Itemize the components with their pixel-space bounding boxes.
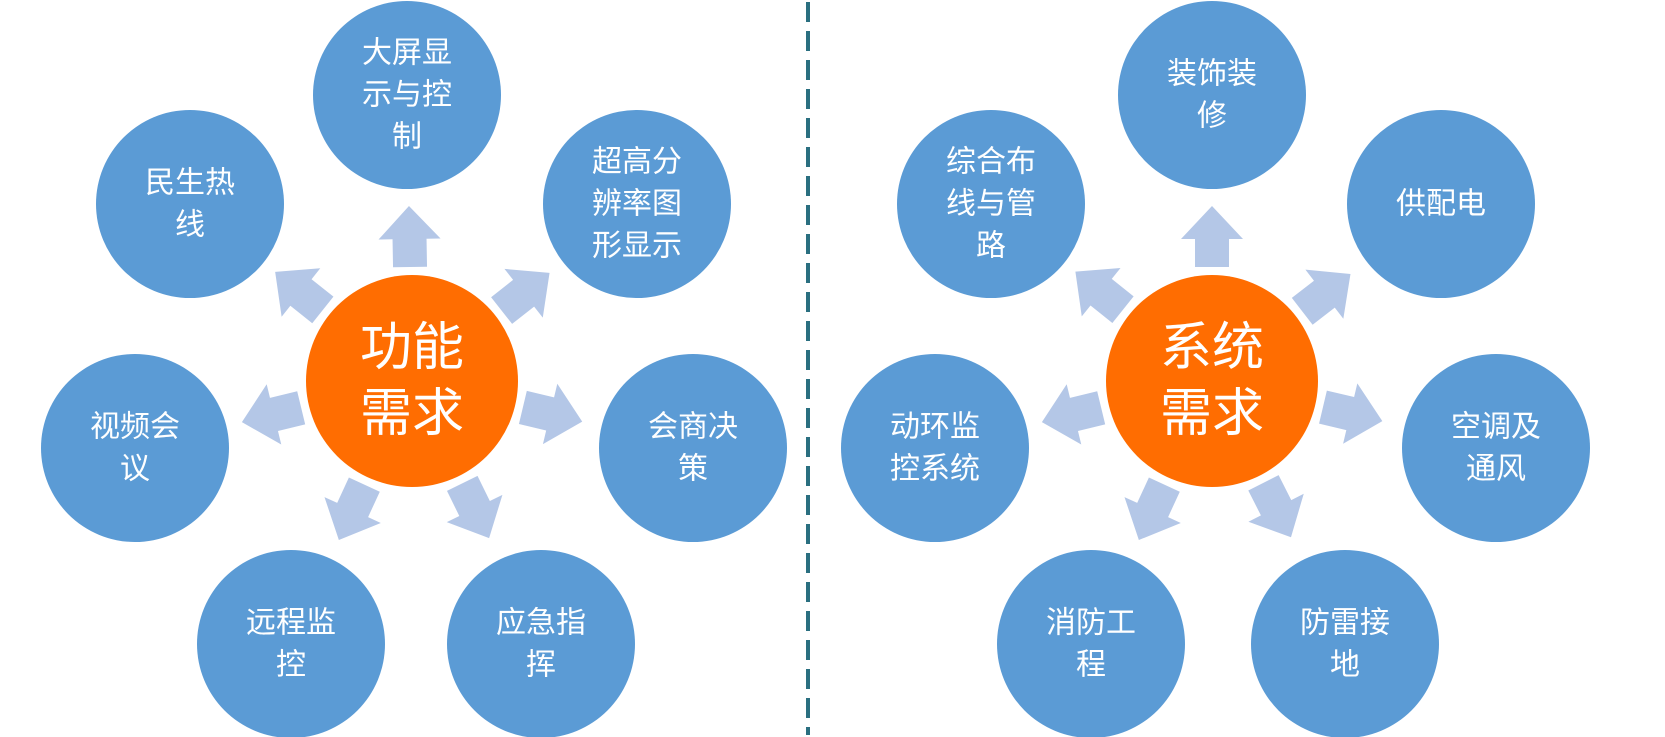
- remote-monitoring-node-line-1: 远程监: [246, 606, 336, 641]
- emergency-command-node-line-2: 挥: [526, 648, 556, 683]
- power-distribution-node-circle: [1347, 110, 1535, 298]
- lightning-grounding-node-line-1: 防雷接: [1300, 606, 1390, 641]
- left-center-circle: [306, 275, 518, 487]
- right-arrow-5: [1124, 477, 1181, 541]
- left-center-line-1: 功能: [360, 318, 464, 378]
- big-screen-display-node-line-2: 示与控: [362, 78, 452, 113]
- public-hotline-node-line-1: 民生热: [145, 166, 235, 201]
- left-arrow-7: [275, 268, 334, 324]
- ultra-hd-graphics-node-circle: [543, 110, 731, 298]
- hvac-ventilation-node-circle: [1402, 354, 1590, 542]
- left-arrow-2: [491, 268, 550, 324]
- cabling-piping-node-circle: [897, 110, 1085, 298]
- right-arrow-4: [1248, 475, 1304, 538]
- right-arrow-1: [1181, 206, 1243, 267]
- lightning-grounding-node-circle: [1251, 550, 1439, 737]
- remote-monitoring-node-circle: [197, 550, 385, 737]
- right-center-circle: [1106, 275, 1318, 487]
- consultation-decision-node-line-2: 策: [678, 452, 708, 487]
- power-distribution-node: 供配电: [1347, 110, 1535, 298]
- environment-monitoring-node-line-2: 控系统: [890, 452, 980, 487]
- fire-engineering-node-circle: [997, 550, 1185, 737]
- decoration-node-line-1: 装饰装: [1167, 57, 1257, 92]
- ultra-hd-graphics-node-line-1: 超高分: [592, 145, 682, 180]
- left-arrow-4: [446, 475, 503, 539]
- decoration-node-line-2: 修: [1197, 99, 1227, 134]
- consultation-decision-node-circle: [599, 354, 787, 542]
- emergency-command-node-line-1: 应急指: [496, 606, 586, 641]
- fire-engineering-node-line-1: 消防工: [1046, 606, 1136, 641]
- left-center-line-2: 需求: [360, 384, 464, 444]
- remote-monitoring-node-line-2: 控: [276, 648, 306, 683]
- ultra-hd-graphics-node-line-2: 辨率图: [592, 187, 682, 222]
- video-conference-node-line-2: 议: [120, 452, 150, 487]
- right-arrow-2: [1291, 269, 1351, 325]
- emergency-command-node-circle: [447, 550, 635, 737]
- power-distribution-node-line-1: 供配电: [1396, 187, 1486, 222]
- ultra-hd-graphics-node-line-3: 形显示: [592, 229, 682, 264]
- lightning-grounding-node-line-2: 地: [1330, 648, 1360, 683]
- right-arrow-6: [1041, 384, 1106, 445]
- right-center-line-2: 需求: [1160, 384, 1264, 444]
- cabling-piping-node-line-3: 路: [976, 229, 1006, 264]
- public-hotline-node-line-2: 线: [175, 208, 205, 243]
- big-screen-display-node-circle: [313, 1, 501, 189]
- hvac-ventilation-node-line-2: 通风: [1466, 452, 1526, 487]
- cabling-piping-node-line-1: 综合布: [946, 145, 1036, 180]
- big-screen-display-node-line-3: 制: [392, 120, 422, 155]
- decoration-node-circle: [1118, 1, 1306, 189]
- public-hotline-node-circle: [96, 110, 284, 298]
- fire-engineering-node-line-2: 程: [1076, 648, 1106, 683]
- left-arrow-3: [518, 383, 583, 445]
- consultation-decision-node-line-1: 会商决: [648, 410, 738, 445]
- hvac-ventilation-node-line-1: 空调及: [1451, 410, 1541, 445]
- right-arrow-3: [1319, 383, 1383, 444]
- video-conference-node-line-1: 视频会: [90, 410, 180, 445]
- big-screen-display-node-line-1: 大屏显: [362, 36, 452, 71]
- left-arrow-6: [241, 384, 306, 445]
- video-conference-node-circle: [41, 354, 229, 542]
- environment-monitoring-node-line-1: 动环监: [890, 410, 980, 445]
- left-arrow-5: [324, 477, 381, 541]
- right-center-line-1: 系统: [1160, 318, 1264, 378]
- cabling-piping-node-line-2: 线与管: [946, 187, 1036, 222]
- left-arrow-1: [378, 206, 441, 268]
- environment-monitoring-node-circle: [841, 354, 1029, 542]
- right-arrow-7: [1075, 268, 1134, 323]
